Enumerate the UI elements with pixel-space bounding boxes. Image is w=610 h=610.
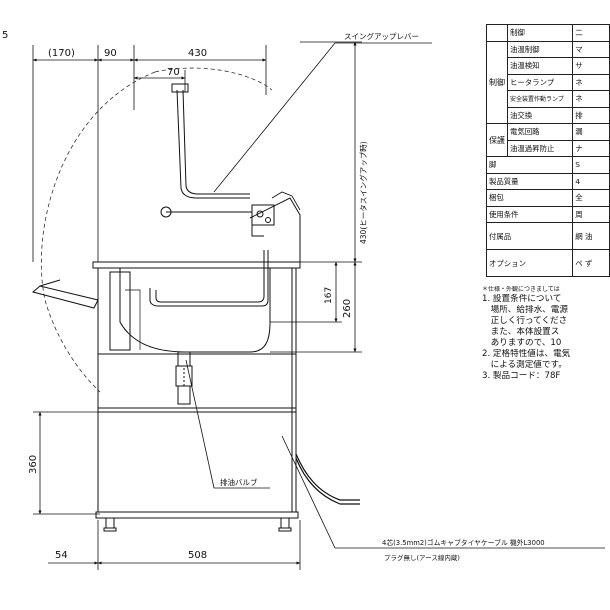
spec-label: ヒータランプ (506, 73, 574, 91)
notes-block: ＊仕様・外観につきましては 1. 設置条件について 場所、給排水、電源 正しく行… (482, 286, 610, 382)
plug-label: プラグ無し(アース線内蔵) (384, 553, 460, 562)
spec-value: ペ ず (572, 249, 610, 277)
spec-label: 制御 (506, 24, 574, 42)
spec-label: 電気回路 (506, 123, 574, 141)
spec-value: 排 (572, 106, 610, 124)
dim-260: 260 (342, 299, 353, 318)
top-dimensions (32, 45, 267, 262)
dim-508: 508 (188, 550, 207, 561)
spec-row: 保護 電気回路 漏 (486, 123, 610, 157)
spec-value: 全 (572, 189, 610, 207)
drain-valve-label: 排油バルブ (220, 477, 258, 487)
spec-value: 二 (572, 24, 610, 42)
note-line: 3. 製品コード：78F (482, 371, 561, 381)
spec-row: 油温検知 サ (487, 57, 610, 75)
corner-mark: 5 (2, 30, 8, 41)
note-line: ありますので、10 (482, 338, 562, 348)
spec-label: 油温検知 (506, 57, 574, 75)
spec-value: S (572, 156, 610, 174)
spec-row: 梱包 全 (485, 189, 610, 207)
dim-430-width: 430 (188, 48, 207, 59)
heater-element (149, 83, 269, 307)
right-dimensions (270, 41, 362, 353)
note-line: 場所、給排水、電源 (482, 305, 568, 315)
left-dimension-360 (33, 411, 100, 515)
dim-54: 54 (55, 550, 68, 561)
swing-lever-label: スイングアップレバー (344, 31, 419, 41)
note-line: 1. 設置条件について (482, 294, 562, 304)
swing-arc-dashed (40, 71, 156, 393)
control-box (249, 191, 301, 269)
spec-row: 付属品 網 油 (485, 222, 610, 250)
spec-label: 使用条件 (485, 205, 574, 223)
spec-label: オプション (485, 249, 574, 277)
spec-label: 油温制御 (506, 40, 574, 58)
spec-row: 脚 S (485, 156, 610, 174)
spec-label: 安全装置作動ランプ (506, 90, 574, 108)
spec-value: 漏 (572, 123, 610, 141)
bottom-dimensions (48, 520, 301, 570)
callout-lines (185, 42, 605, 549)
spec-label: 油温過昇防止 (506, 139, 574, 157)
dim-430-height: 430(ヒータスイングアップ時) (358, 141, 368, 244)
note-line: また、本体設置ス (482, 327, 560, 337)
spec-value: 網 油 (572, 222, 610, 250)
spec-value: ネ (572, 73, 610, 91)
spec-label: 脚 (485, 156, 574, 174)
spec-row: オプション ペ ず (485, 249, 610, 277)
dim-170: (170) (48, 48, 75, 59)
spec-row: 制御 油温制御 マ (486, 40, 610, 124)
spec-label: 油交換 (506, 106, 574, 124)
note-line: 正しく行ってくださ (482, 316, 568, 326)
spec-group-control: 制御 (486, 40, 508, 124)
spec-label: 付属品 (485, 222, 574, 250)
note-line: 2. 定格特性値は、電気 (482, 349, 571, 359)
spec-value: マ (572, 40, 610, 58)
swing-arc-upper (154, 67, 273, 91)
drain-pipe (175, 351, 193, 405)
spec-row: 製品質量 4 (485, 172, 610, 190)
dim-70: 70 (167, 67, 180, 78)
spec-label: 製品質量 (485, 172, 574, 190)
spec-value: サ (572, 57, 610, 75)
spec-value: ナ (572, 139, 610, 157)
dim-90: 90 (104, 48, 117, 59)
spec-table: 制御 二 制御 油温制御 マ 油温検知 サ ヒータランプ ネ 安全装置作動ランプ… (485, 24, 610, 277)
spec-group-protect: 保護 (486, 123, 508, 157)
spec-row: 制御 二 (486, 24, 610, 42)
spec-row: 使用条件 周 (485, 205, 610, 223)
power-cable (295, 453, 360, 501)
dim-167: 167 (324, 287, 334, 304)
cable-label: 4芯(3.5mm2)ゴムキャブタイヤケーブル 機外L3000 (382, 538, 545, 547)
note-line: による測定値です。 (482, 360, 567, 370)
spec-row: 安全装置作動ランプ ネ (487, 90, 610, 108)
dim-360: 360 (28, 455, 39, 474)
left-flap (31, 279, 99, 309)
spec-value: ネ (572, 90, 610, 108)
spec-value: 周 (572, 205, 610, 223)
spec-value: 4 (572, 172, 610, 190)
spec-label: 梱包 (485, 189, 574, 207)
fryer-body (92, 261, 301, 532)
notes-disclaimer: ＊仕様・外観につきましては (482, 286, 560, 293)
